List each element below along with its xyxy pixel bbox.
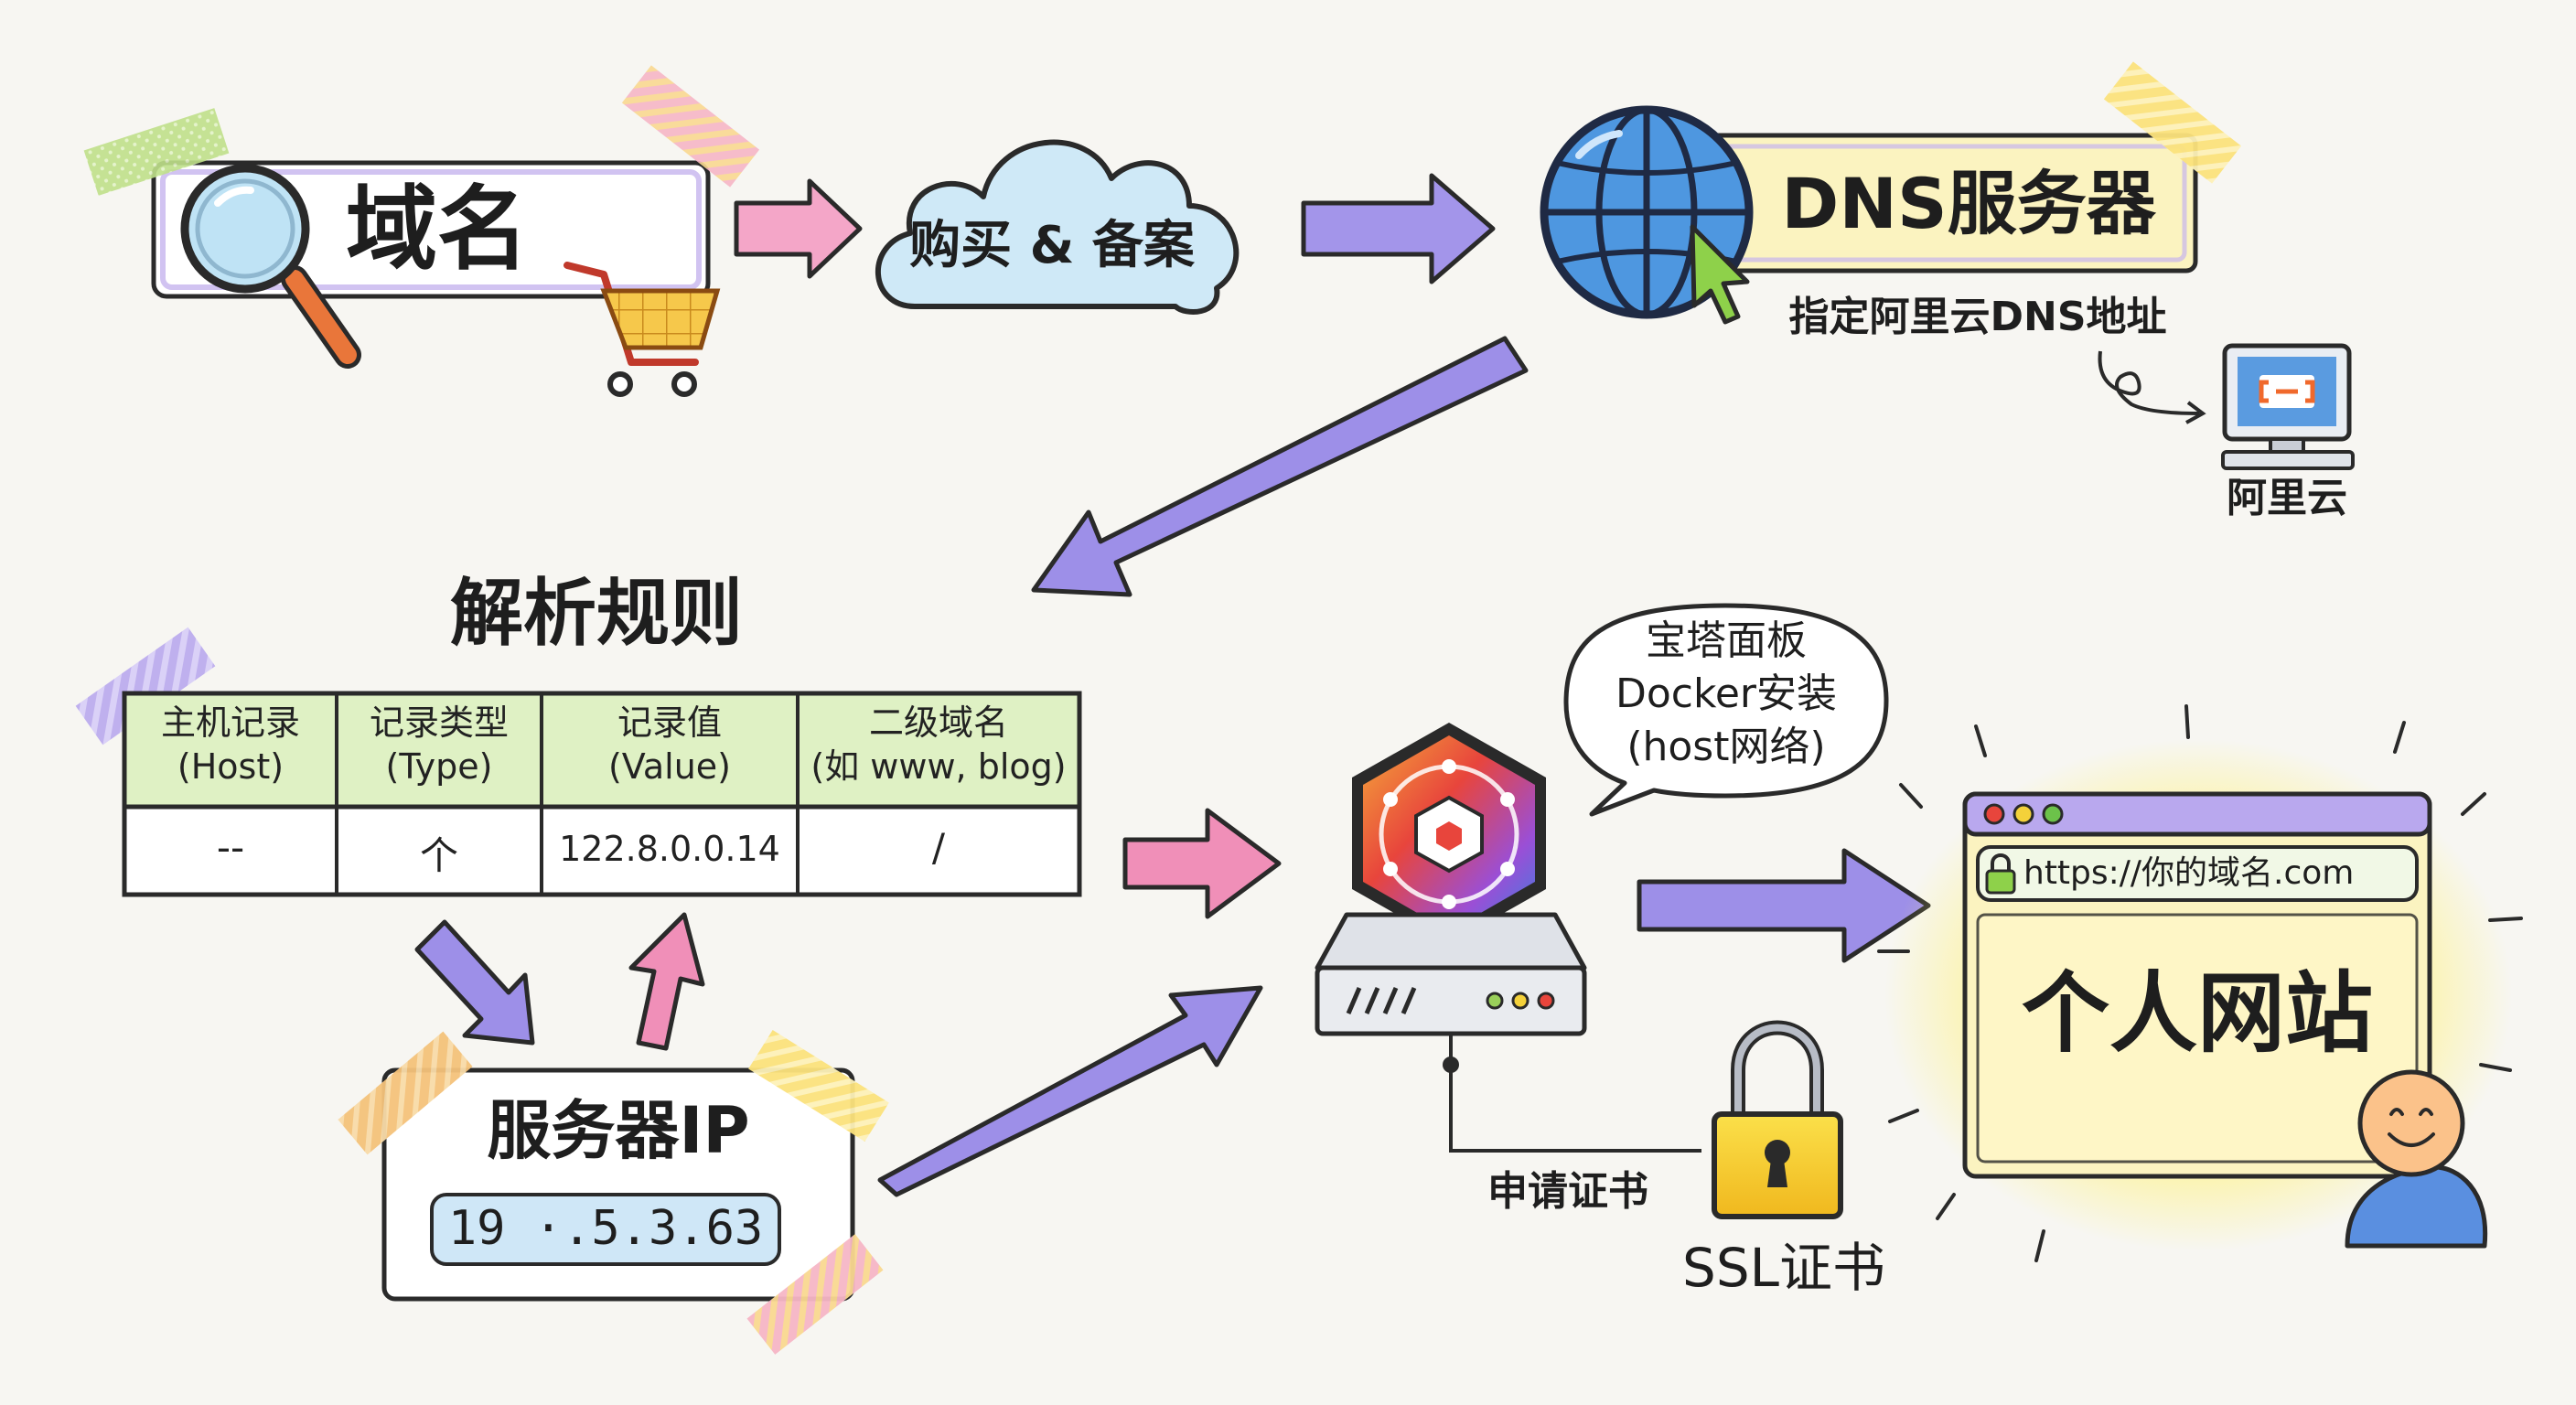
tape-decoration: [75, 627, 216, 745]
aliyun-label: 阿里云: [2227, 475, 2347, 521]
arrow-purchase-to-dns: [1301, 173, 1496, 284]
dns-server-label: DNS服务器: [1781, 163, 2156, 244]
arrow-domain-to-purchase: [734, 178, 863, 279]
magnifier-icon: [180, 164, 361, 369]
arrow-ip-to-server: [877, 985, 1263, 1197]
table-cell-host: --: [216, 825, 245, 870]
tape-decoration: [2103, 61, 2242, 184]
cursor-icon: [1690, 224, 1750, 325]
rules-title: 解析规则: [450, 571, 743, 656]
table-header-value: 记录值(Value): [607, 702, 731, 787]
tape-decoration: [338, 1031, 473, 1155]
tape-decoration: [621, 65, 760, 188]
table-header-subdomain: 二级域名(如 www, blog): [810, 702, 1067, 787]
table-cell-subdomain: /: [931, 825, 946, 870]
purchase-label: 购买 & 备案: [909, 216, 1195, 275]
padlock-icon: [1712, 1020, 1843, 1219]
user-avatar-icon: [2345, 1069, 2488, 1249]
tape-decoration: [748, 1030, 889, 1142]
server-ip-value: 19 ·.5.3.63: [447, 1201, 764, 1256]
table-cell-type: 个: [419, 833, 458, 878]
apply-cert-label: 申请证书: [1487, 1168, 1648, 1215]
ssl-cert-label: SSL证书: [1682, 1237, 1885, 1299]
lock-small-icon: [1985, 853, 2016, 895]
website-url: https://你的域名.com: [2023, 854, 2355, 892]
server-machine-icon: [1315, 912, 1701, 1153]
panel-hexagon-logo: [1352, 723, 1546, 944]
purchase-cloud: [875, 139, 1240, 315]
table-header-host: 主机记录(Host): [160, 702, 300, 787]
shopping-cart-icon: [564, 262, 721, 397]
dns-caption: 指定阿里云DNS地址: [1788, 294, 2167, 340]
aliyun-computer-icon: [2098, 343, 2355, 470]
maximize-dot-icon: [2042, 803, 2064, 825]
server-ip-label: 服务器IP: [487, 1093, 750, 1168]
tape-decoration: [746, 1234, 884, 1355]
tape-decoration: [83, 108, 230, 196]
arrow-table-to-ip: [414, 919, 535, 1046]
server-ip-card: [381, 1067, 855, 1302]
rules-table: [122, 691, 1082, 897]
browser-window: [1962, 791, 2432, 1179]
minimize-dot-icon: [2012, 803, 2034, 825]
table-header-type: 记录类型(Type): [369, 702, 509, 787]
table-cell-value: 122.8.0.0.14: [559, 829, 780, 869]
domain-label: 域名: [346, 176, 529, 283]
website-label: 个人网站: [2022, 962, 2373, 1065]
panel-bubble-text: 宝塔面板 Docker安装 (host网络): [1615, 617, 1838, 770]
arrow-dns-to-rules: [1031, 336, 1529, 597]
arrow-ip-to-table: [628, 912, 705, 1051]
arrow-rules-to-server: [1122, 808, 1282, 919]
close-dot-icon: [1983, 803, 2005, 825]
panel-speech-bubble: [1563, 603, 1889, 817]
